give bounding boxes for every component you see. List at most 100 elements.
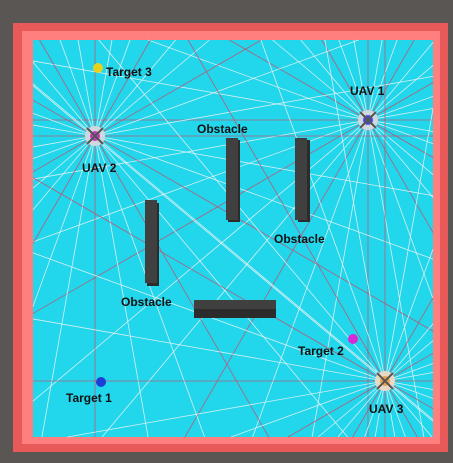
sensor-ray <box>94 39 176 137</box>
sensor-ray <box>32 99 96 137</box>
sensor-ray <box>367 39 398 121</box>
sensor-ray <box>367 119 434 132</box>
target-2-label: Target 2 <box>298 344 344 358</box>
sensor-ray <box>321 39 369 121</box>
obstacle-d <box>194 300 276 318</box>
sensor-ray <box>229 39 369 121</box>
uav-1-label: UAV 1 <box>350 84 385 98</box>
sensor-ray <box>94 39 151 137</box>
obstacles <box>145 138 310 318</box>
sensor-ray <box>337 380 386 438</box>
uavs <box>85 110 395 391</box>
sensor-ray <box>94 135 149 438</box>
sensor-ray <box>32 135 96 189</box>
sensor-ray <box>367 65 434 121</box>
sensor-ray <box>32 135 96 211</box>
target-1-marker <box>96 377 106 387</box>
obstacle-c <box>145 200 159 286</box>
sensor-ray <box>32 177 386 382</box>
sensor-ray <box>94 135 434 332</box>
sensor-ray <box>59 39 96 137</box>
sensor-ray <box>384 380 418 438</box>
sensor-ray <box>367 119 425 438</box>
sensor-ray <box>94 135 205 438</box>
sensor-ray <box>187 39 386 382</box>
sensor-ray <box>41 135 96 438</box>
sensor-ray <box>32 83 96 137</box>
sensor-ray <box>287 380 386 438</box>
sensor-ray <box>94 39 359 137</box>
scene-labels: UAV 1 UAV 2 UAV 3 Target 1 Target 2 Targ… <box>66 65 404 416</box>
sensor-ray <box>98 39 386 382</box>
sensor-ray <box>32 119 369 243</box>
target-1-label: Target 1 <box>66 391 112 405</box>
sensor-ray <box>384 323 434 382</box>
uav-2-marker <box>85 126 105 146</box>
obstacle-b-label: Obstacle <box>274 232 325 246</box>
obstacle-a <box>226 138 240 222</box>
sensor-ray <box>32 61 96 137</box>
sensor-ray <box>384 248 434 382</box>
sensor-ray <box>384 380 433 438</box>
uav-3-marker <box>375 371 395 391</box>
sensor-ray <box>260 39 386 382</box>
sensor-ray <box>101 119 369 438</box>
sensor-ray <box>367 108 434 121</box>
sensor-ray <box>148 39 369 121</box>
sensor-ray <box>384 108 434 382</box>
sensor-ray <box>367 39 383 121</box>
uav-2-label: UAV 2 <box>82 161 117 175</box>
sensor-ray <box>67 380 386 438</box>
sensor-ray <box>39 39 96 137</box>
sensor-ray <box>272 39 369 121</box>
sensor-ray <box>318 380 386 438</box>
sensor-ray <box>367 39 415 121</box>
sensor-ray <box>94 76 434 137</box>
sensor-ray <box>32 135 96 159</box>
sensor-ray <box>324 39 386 382</box>
sensor-ray <box>94 39 210 137</box>
arena-floor <box>33 40 433 437</box>
sensor-ray <box>311 119 369 438</box>
uav-1-marker <box>358 110 378 130</box>
sensor-ray <box>353 39 369 121</box>
sensor-ray <box>94 135 434 420</box>
sensor-ray <box>384 297 434 382</box>
sensor-ray <box>367 119 434 233</box>
sensor-ray <box>94 135 434 260</box>
sensor-ray <box>32 113 96 137</box>
sensor-ray <box>367 42 434 121</box>
sensor-ray <box>252 119 369 438</box>
sensor-ray <box>231 380 386 438</box>
sensor-ray <box>367 119 434 158</box>
sensor-ray <box>32 119 369 314</box>
sensor-ray <box>32 119 369 402</box>
sensor-ray <box>300 39 369 121</box>
target-3-marker <box>93 63 103 73</box>
sensor-ray <box>32 135 96 307</box>
obstacle-c-label: Obstacle <box>121 295 172 309</box>
target-2-marker <box>348 334 358 344</box>
target-3-label: Target 3 <box>106 65 152 79</box>
sensor-ray <box>367 119 434 299</box>
sensor-ray <box>32 135 96 148</box>
sensor-ray <box>367 119 434 198</box>
targets <box>93 63 358 387</box>
sensor-rays <box>32 39 434 438</box>
sensor-ray <box>94 135 434 196</box>
sensor-ray <box>94 39 131 137</box>
sensor-ray <box>367 82 434 121</box>
sensor-ray <box>94 39 262 137</box>
sensor-ray <box>32 60 369 121</box>
sensor-ray <box>32 318 386 382</box>
sensor-ray <box>184 119 369 438</box>
sensor-ray <box>367 95 434 121</box>
uav-3-label: UAV 3 <box>369 402 404 416</box>
obstacle-b <box>295 138 310 222</box>
sensor-ray <box>32 135 96 244</box>
sensor-ray <box>367 119 434 145</box>
sensor-ray <box>367 119 434 175</box>
sensor-ray <box>94 39 113 137</box>
sensor-ray <box>338 39 369 121</box>
